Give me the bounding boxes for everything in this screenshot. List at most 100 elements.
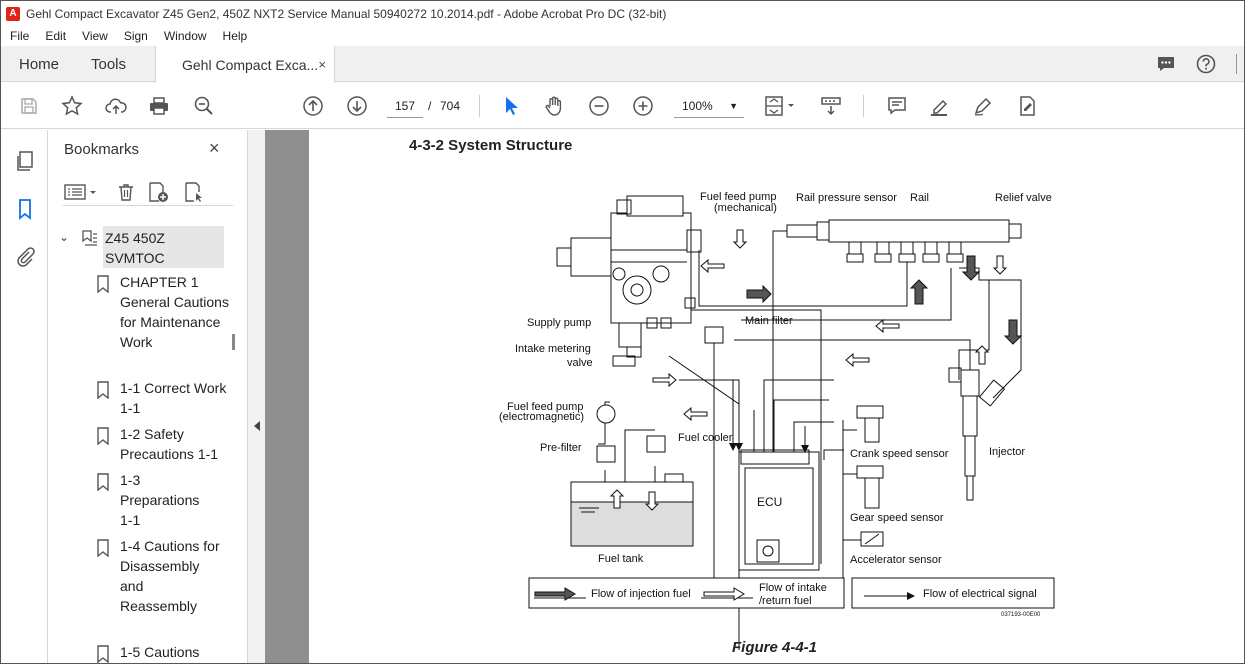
menu-view[interactable]: View bbox=[82, 29, 108, 43]
menu-bar: File Edit View Sign Window Help bbox=[1, 26, 1244, 46]
label-accelerator-sensor: Accelerator sensor bbox=[850, 554, 942, 566]
tab-bar-scroll bbox=[1236, 54, 1239, 74]
document-code: 037193-00E00 bbox=[1001, 612, 1041, 618]
fuel-system-diagram: Fuel feed pump (mechanical) Rail pressur… bbox=[499, 191, 1055, 650]
next-page-icon[interactable] bbox=[345, 94, 369, 118]
bookmarks-title: Bookmarks bbox=[64, 141, 140, 158]
zoom-out-icon[interactable] bbox=[587, 94, 611, 118]
legend-intake-fuel-2: /return fuel bbox=[759, 595, 812, 607]
bookmark-item[interactable]: 1-1 Correct Work 1-1 bbox=[93, 378, 233, 420]
menu-window[interactable]: Window bbox=[163, 29, 207, 43]
scroll-mode-icon[interactable] bbox=[819, 94, 843, 118]
save-icon[interactable] bbox=[17, 94, 41, 118]
bookmarks-tree: ⌄ Z45 450Z SVMTOC CHAPTER 1 General Caut… bbox=[49, 226, 247, 663]
label-fuel-feed-pump-elec-2: (electromagnetic) bbox=[499, 411, 584, 423]
label-injector: Injector bbox=[989, 446, 1025, 458]
pages-icon[interactable] bbox=[13, 149, 37, 173]
page-fit-icon[interactable] bbox=[763, 94, 797, 118]
help-icon[interactable] bbox=[1195, 53, 1217, 75]
menu-sign[interactable]: Sign bbox=[123, 29, 148, 43]
attachment-icon[interactable] bbox=[13, 244, 37, 268]
label-fuel-cooler: Fuel cooler bbox=[678, 432, 733, 444]
bookmarks-toolbar bbox=[63, 180, 233, 206]
label-intake-metering-2: valve bbox=[567, 357, 593, 369]
label-fuel-tank: Fuel tank bbox=[598, 553, 644, 565]
label-fuel-feed-pump-elec-1: Fuel feed pump bbox=[507, 401, 583, 413]
zoom-in-icon[interactable] bbox=[631, 94, 655, 118]
legend-electrical-signal: Flow of electrical signal bbox=[923, 588, 1037, 600]
title-bar: A Gehl Compact Excavator Z45 Gen2, 450Z … bbox=[1, 1, 1244, 26]
tab-close-icon[interactable]: × bbox=[318, 57, 326, 72]
bookmark-item-label: 1-4 Cautions for Disassembly and Reassem… bbox=[120, 538, 220, 614]
label-rail: Rail bbox=[910, 192, 929, 204]
bookmark-item[interactable]: 1-3 Preparations 1-1 bbox=[93, 470, 233, 532]
page-number-input[interactable]: 157 bbox=[387, 94, 423, 118]
page-separator: / bbox=[428, 99, 432, 113]
bookmark-root[interactable]: Z45 450Z SVMTOC bbox=[103, 226, 224, 268]
tab-home[interactable]: Home bbox=[19, 55, 60, 73]
bookmark-item[interactable]: 1-4 Cautions for Disassembly and Reassem… bbox=[93, 536, 233, 638]
highlight-pen-icon[interactable] bbox=[928, 94, 952, 118]
bookmark-item-label: 1-1 Correct Work 1-1 bbox=[120, 380, 227, 416]
label-gear-speed-sensor: Gear speed sensor bbox=[850, 512, 944, 524]
bookmarks-panel: Bookmarks × ⌄ Z45 450Z SVMTOC bbox=[49, 130, 247, 663]
chevron-down-icon[interactable]: ⌄ bbox=[59, 230, 70, 244]
zoom-search-icon[interactable] bbox=[192, 94, 216, 118]
bookmark-ribbon-icon bbox=[96, 539, 110, 562]
bookmark-item[interactable]: CHAPTER 1 General Cautions for Maintenan… bbox=[93, 272, 233, 374]
label-fuel-feed-pump-mech-2: (mechanical) bbox=[714, 202, 777, 214]
new-bookmark-icon[interactable] bbox=[147, 180, 171, 204]
tab-document[interactable]: Gehl Compact Exca... × bbox=[155, 46, 335, 83]
label-crank-speed-sensor: Crank speed sensor bbox=[850, 448, 949, 460]
acrobat-app-icon: A bbox=[6, 6, 20, 21]
chevron-down-icon: ▼ bbox=[729, 101, 738, 111]
label-fuel-feed-pump-mech-1: Fuel feed pump bbox=[700, 191, 776, 203]
bookmark-item-label: 1-3 Preparations 1-1 bbox=[120, 472, 200, 528]
print-icon[interactable] bbox=[147, 94, 171, 118]
close-icon[interactable]: × bbox=[209, 138, 220, 158]
bookmark-ribbon-icon bbox=[96, 381, 110, 404]
comment-bubble-icon[interactable] bbox=[1155, 53, 1177, 75]
left-icon-rail bbox=[1, 130, 48, 663]
supply-pump-drawing bbox=[556, 195, 702, 358]
zoom-level-select[interactable]: 100% ▼ bbox=[674, 94, 744, 118]
draw-pen-icon[interactable] bbox=[971, 94, 995, 118]
bookmark-options-icon[interactable] bbox=[63, 180, 99, 204]
toolbar: 157 / 704 100% ▼ bbox=[1, 83, 1244, 129]
bookmark-icon[interactable] bbox=[13, 197, 37, 221]
bookmark-ribbon-icon bbox=[96, 473, 110, 496]
panel-splitter[interactable] bbox=[247, 130, 265, 663]
tab-bar: Home Tools Gehl Compact Exca... × bbox=[1, 46, 1244, 83]
bookmark-search-icon[interactable] bbox=[183, 180, 207, 204]
label-intake-metering-1: Intake metering bbox=[515, 343, 591, 355]
menu-edit[interactable]: Edit bbox=[45, 29, 67, 43]
bookmark-item[interactable]: 1-5 Cautions bbox=[93, 642, 233, 663]
zoom-level-value: 100% bbox=[682, 99, 713, 113]
bookmark-root-icon bbox=[81, 229, 99, 254]
bookmark-item[interactable]: 1-2 Safety Precautions 1-1 bbox=[93, 424, 233, 466]
label-rail-pressure-sensor: Rail pressure sensor bbox=[796, 192, 897, 204]
page-gutter bbox=[265, 130, 309, 663]
tab-document-label: Gehl Compact Exca... bbox=[182, 56, 319, 73]
toolbar-divider bbox=[863, 95, 864, 117]
menu-help[interactable]: Help bbox=[222, 29, 248, 43]
document-page: 4-3-2 System Structure bbox=[309, 130, 1244, 663]
previous-page-icon[interactable] bbox=[301, 94, 325, 118]
window-title: Gehl Compact Excavator Z45 Gen2, 450Z NX… bbox=[26, 6, 667, 21]
bookmark-ribbon-icon bbox=[96, 645, 110, 663]
figure-caption: Figure 4-4-1 bbox=[732, 639, 818, 656]
delete-bookmark-icon[interactable] bbox=[115, 180, 137, 204]
tab-tools[interactable]: Tools bbox=[91, 55, 127, 73]
add-comment-icon[interactable] bbox=[885, 94, 909, 118]
upload-cloud-icon[interactable] bbox=[104, 94, 128, 118]
select-cursor-icon[interactable] bbox=[499, 94, 523, 118]
collapse-panel-icon[interactable] bbox=[254, 421, 260, 431]
menu-file[interactable]: File bbox=[10, 29, 30, 43]
bookmarks-scrollbar[interactable] bbox=[232, 334, 235, 350]
fill-sign-icon[interactable] bbox=[1015, 94, 1039, 118]
hand-tool-icon[interactable] bbox=[542, 94, 566, 118]
star-icon[interactable] bbox=[60, 94, 84, 118]
label-ecu: ECU bbox=[757, 495, 782, 509]
bookmark-item-label: 1-2 Safety Precautions 1-1 bbox=[120, 426, 219, 462]
